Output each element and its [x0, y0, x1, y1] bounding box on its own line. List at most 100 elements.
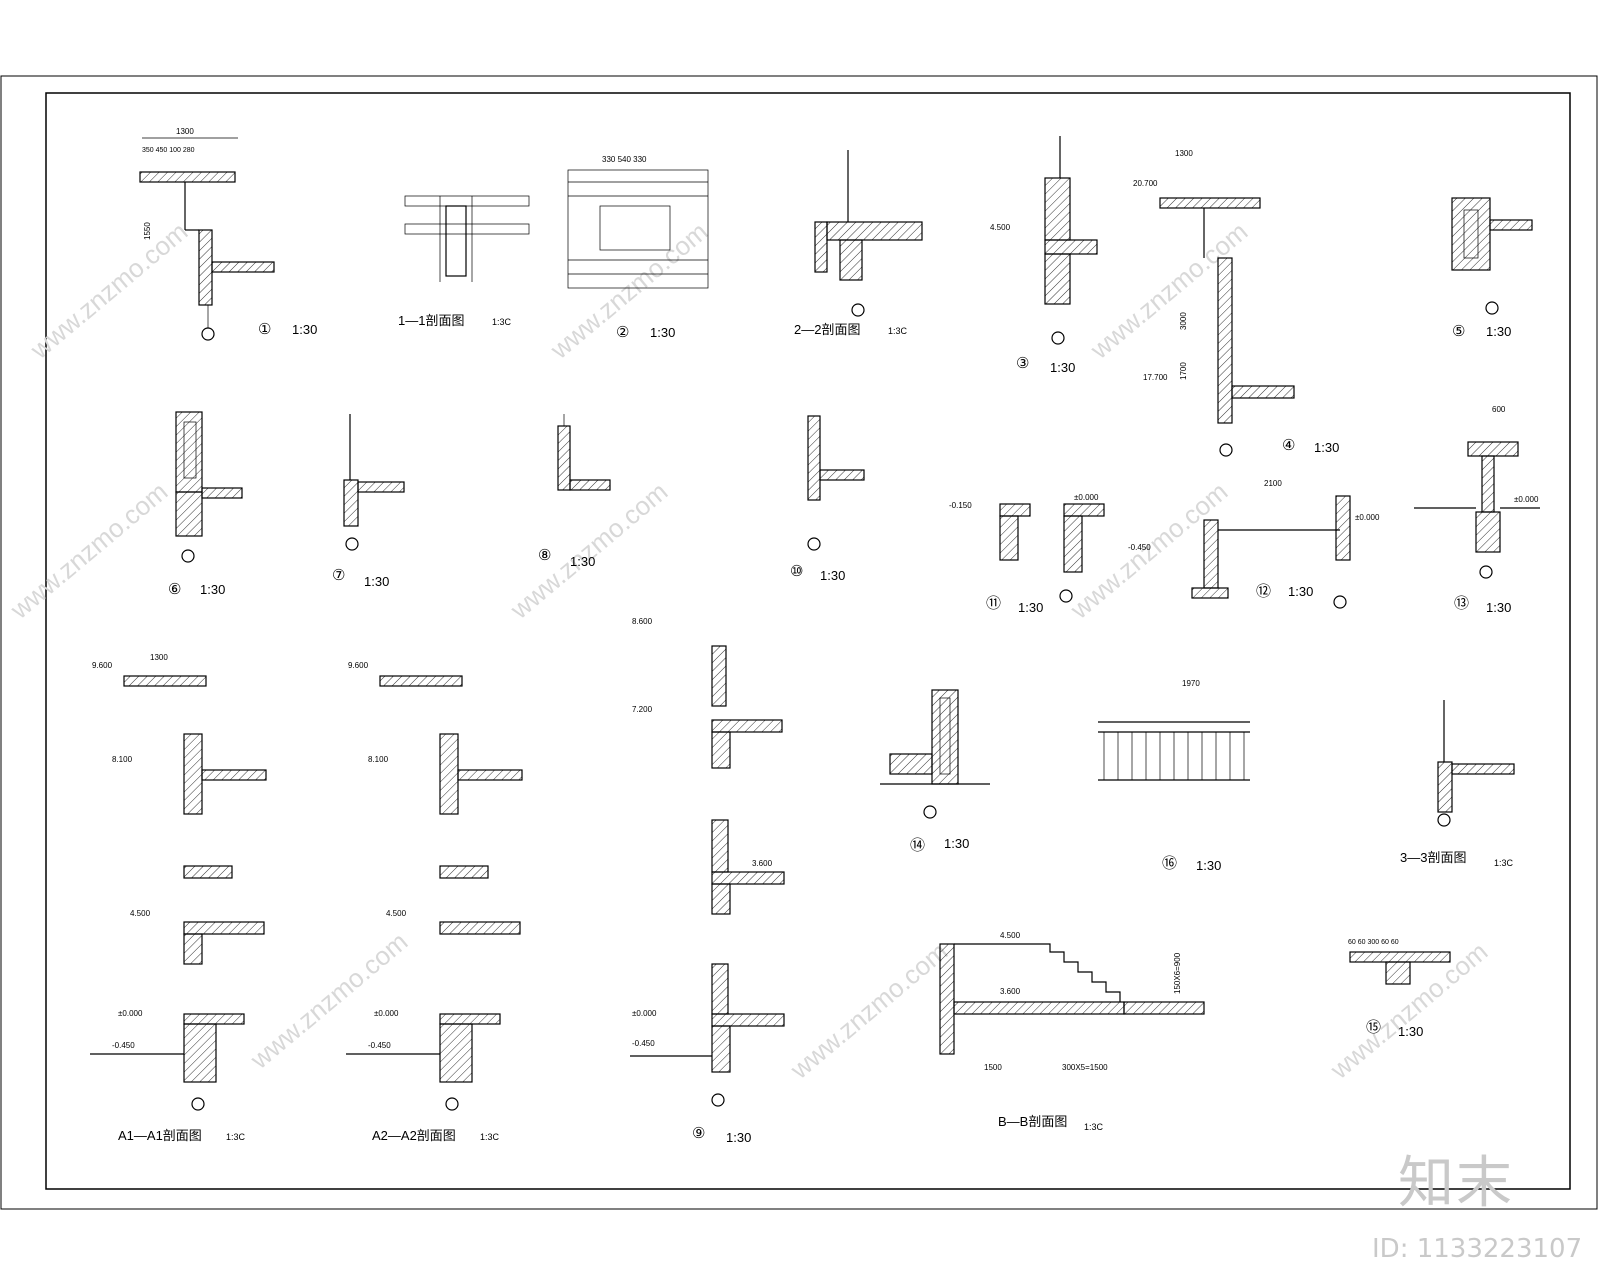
watermark-text: www.znzmo.com — [544, 216, 713, 365]
svg-text:±0.000: ±0.000 — [118, 1009, 143, 1018]
detail-scale: 1:30 — [944, 836, 969, 851]
section-scale: 1:3C — [888, 326, 908, 336]
section-title: B—B剖面图 — [998, 1114, 1067, 1129]
detail-scale: 1:30 — [1314, 440, 1339, 455]
section-b-b: 4.500 3.600 150X6=900 1500 300X5=1500 B—… — [939, 931, 1205, 1132]
detail-3: 4.500 ③ 1:30 — [990, 136, 1098, 375]
svg-text:-0.450: -0.450 — [1128, 543, 1151, 552]
detail-number: ⑮ — [1366, 1019, 1381, 1036]
detail-number: ⑫ — [1256, 583, 1271, 600]
detail-15: 60 60 300 60 60 ⑮ 1:30 — [1348, 939, 1451, 1039]
detail-10: ⑩ 1:30 — [790, 415, 865, 583]
detail-number: ⑪ — [986, 595, 1001, 612]
watermark-text: www.znzmo.com — [244, 926, 413, 1075]
detail-scale: 1:30 — [726, 1130, 751, 1145]
detail-number: ⑤ — [1452, 323, 1465, 340]
detail-1: 1300 350 450 100 280 1550 ① 1:30 — [139, 127, 317, 341]
detail-scale: 1:30 — [1398, 1024, 1423, 1039]
detail-2: 330 540 330 ② 1:30 — [567, 155, 709, 341]
detail-7: ⑦ 1:30 — [332, 414, 405, 589]
detail-number: ① — [258, 321, 271, 338]
svg-text:1550: 1550 — [143, 222, 152, 240]
sheet-inner-border — [45, 92, 1571, 1190]
detail-scale: 1:30 — [570, 554, 595, 569]
section-1-1: 1—1剖面图 1:3C — [398, 195, 530, 328]
svg-text:330 540 330: 330 540 330 — [602, 155, 647, 164]
svg-text:350 450 100 280: 350 450 100 280 — [142, 147, 195, 154]
detail-9: 8.600 7.200 3.600 ±0.000 -0.450 ⑨ 1:30 — [630, 617, 785, 1145]
svg-text:17.700: 17.700 — [1143, 373, 1168, 382]
detail-scale: 1:30 — [292, 322, 317, 337]
svg-text:1300: 1300 — [150, 653, 168, 662]
svg-text:150X6=900: 150X6=900 — [1173, 952, 1182, 994]
detail-number: ⑦ — [332, 567, 345, 584]
section-a2-a2: 9.600 8.100 4.500 ±0.000 -0.450 A2—A2剖面图… — [346, 661, 523, 1143]
svg-text:8.600: 8.600 — [632, 617, 653, 626]
svg-text:-0.450: -0.450 — [112, 1041, 135, 1050]
svg-text:±0.000: ±0.000 — [1514, 495, 1539, 504]
svg-text:2100: 2100 — [1264, 479, 1282, 488]
svg-text:1700: 1700 — [1179, 362, 1188, 380]
section-title: 1—1剖面图 — [398, 313, 464, 328]
detail-number: ⑥ — [168, 581, 181, 598]
detail-scale: 1:30 — [650, 325, 675, 340]
svg-text:4.500: 4.500 — [1000, 931, 1021, 940]
detail-scale: 1:30 — [820, 568, 845, 583]
svg-text:4.500: 4.500 — [990, 223, 1011, 232]
detail-scale: 1:30 — [1018, 600, 1043, 615]
svg-text:±0.000: ±0.000 — [1074, 493, 1099, 502]
svg-text:20.700: 20.700 — [1133, 179, 1158, 188]
svg-text:1970: 1970 — [1182, 679, 1200, 688]
section-scale: 1:3C — [492, 317, 512, 327]
watermark-text: www.znzmo.com — [784, 936, 953, 1085]
detail-12: 2100 ±0.000 -0.450 ⑫ 1:30 — [1128, 479, 1380, 609]
detail-scale: 1:30 — [1486, 324, 1511, 339]
svg-text:±0.000: ±0.000 — [1355, 513, 1380, 522]
detail-scale: 1:30 — [1288, 584, 1313, 599]
detail-8: ⑧ 1:30 — [538, 414, 611, 569]
section-scale: 1:3C — [480, 1132, 500, 1142]
svg-text:-0.150: -0.150 — [949, 501, 972, 510]
detail-number: ⑯ — [1162, 855, 1177, 872]
section-2-2: 2—2剖面图 1:3C — [794, 150, 923, 337]
detail-number: ⑧ — [538, 547, 551, 564]
section-a1-a1: 1300 9.600 8.100 4.500 ±0.000 -0.450 A1—… — [90, 653, 267, 1143]
section-title: A1—A1剖面图 — [118, 1128, 202, 1143]
section-3-3: 3—3剖面图 1:3C — [1400, 700, 1515, 868]
watermark-layer: www.znzmo.com www.znzmo.com www.znzmo.co… — [4, 216, 1493, 1085]
svg-text:8.100: 8.100 — [112, 755, 133, 764]
watermark-text: www.znzmo.com — [504, 476, 673, 625]
svg-text:600: 600 — [1492, 405, 1506, 414]
detail-6: ⑥ 1:30 — [168, 411, 243, 598]
svg-text:1500: 1500 — [984, 1063, 1002, 1072]
section-scale: 1:3C — [1494, 858, 1514, 868]
section-scale: 1:3C — [226, 1132, 246, 1142]
detail-number: ⑨ — [692, 1125, 705, 1142]
sheet-outer-border — [0, 75, 1598, 1210]
detail-scale: 1:30 — [200, 582, 225, 597]
watermark-text: www.znzmo.com — [4, 476, 173, 625]
svg-text:3.600: 3.600 — [1000, 987, 1021, 996]
section-title: 3—3剖面图 — [1400, 850, 1466, 865]
svg-text:1300: 1300 — [176, 127, 194, 136]
detail-number: ② — [616, 324, 629, 341]
svg-text:9.600: 9.600 — [348, 661, 369, 670]
detail-scale: 1:30 — [1196, 858, 1221, 873]
detail-number: ③ — [1016, 355, 1029, 372]
section-title: 2—2剖面图 — [794, 322, 860, 337]
svg-text:1300: 1300 — [1175, 149, 1193, 158]
detail-number: ⑭ — [910, 837, 925, 854]
svg-text:-0.450: -0.450 — [368, 1041, 391, 1050]
svg-text:±0.000: ±0.000 — [632, 1009, 657, 1018]
svg-text:-0.450: -0.450 — [632, 1039, 655, 1048]
detail-13: 600 ±0.000 ⑬ 1:30 — [1414, 405, 1540, 615]
svg-text:8.100: 8.100 — [368, 755, 389, 764]
detail-number: ⑬ — [1454, 595, 1469, 612]
section-scale: 1:3C — [1084, 1122, 1104, 1132]
watermark-text: www.znzmo.com — [24, 216, 193, 365]
detail-number: ④ — [1282, 437, 1295, 454]
svg-text:3000: 3000 — [1179, 312, 1188, 330]
detail-11: -0.150 ±0.000 ⑪ 1:30 — [949, 493, 1105, 615]
detail-4: 1300 20.700 3000 1700 17.700 ④ 1:30 — [1133, 149, 1339, 457]
detail-16: 1970 ⑯ 1:30 — [1098, 679, 1250, 873]
